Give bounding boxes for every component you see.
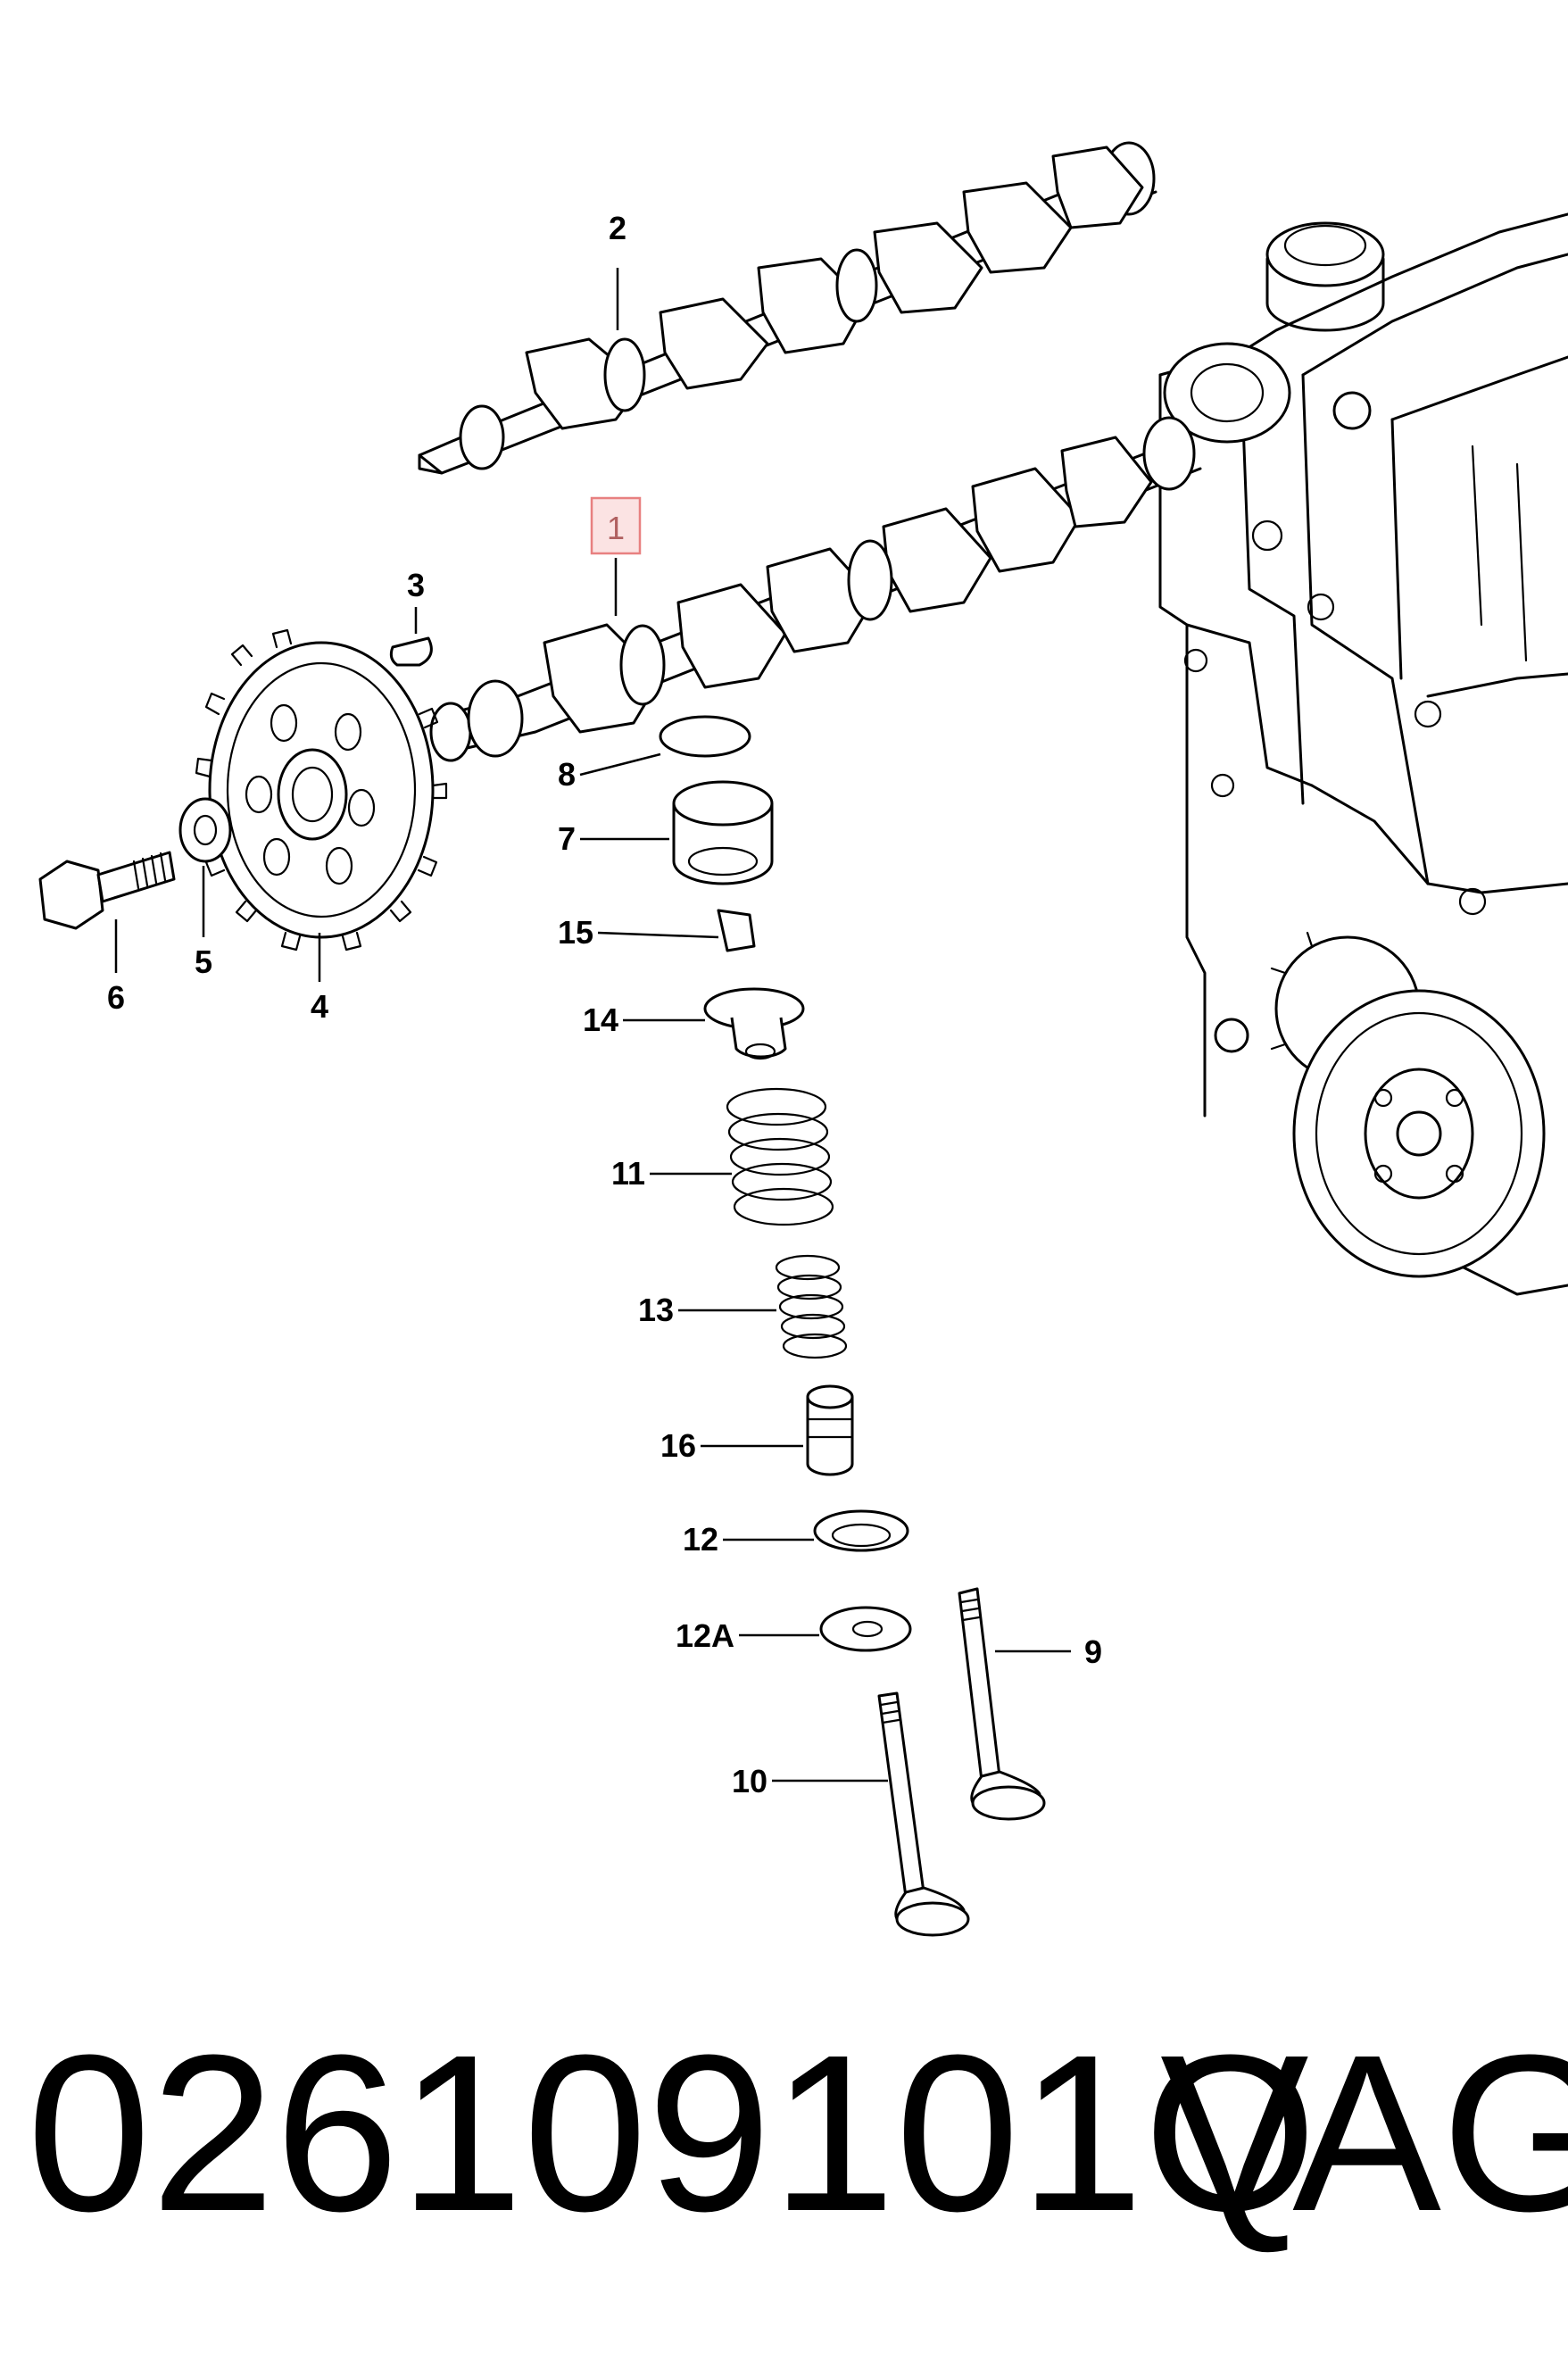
camshaft-1-illustration: [429, 416, 1202, 762]
callout-4[interactable]: 4: [311, 988, 328, 1025]
leader-lines: [114, 268, 1071, 1782]
brand-caption: VAG: [1160, 2008, 1568, 2257]
callout-10[interactable]: 10: [732, 1763, 767, 1799]
washer-illustration: [178, 797, 232, 863]
callout-1-highlight: [590, 496, 642, 555]
callout-13[interactable]: 13: [638, 1292, 674, 1328]
part-number-caption: 026109101Q: [27, 2008, 1317, 2257]
bolt-illustration: [38, 851, 176, 930]
callout-5[interactable]: 5: [195, 943, 212, 980]
callout-8[interactable]: 8: [558, 756, 576, 793]
callout-labels: 1 2 3 4 5 6 7 8 9 10 11 12 12A 13 14 15 …: [107, 210, 1102, 1799]
callout-12[interactable]: 12: [683, 1521, 718, 1558]
callout-1[interactable]: 1: [607, 510, 625, 546]
callout-14[interactable]: 14: [583, 1001, 618, 1038]
engine-block-illustration: [1158, 212, 1568, 1296]
callout-11[interactable]: 11: [611, 1155, 645, 1192]
callout-2[interactable]: 2: [609, 210, 626, 246]
callout-12a[interactable]: 12A: [676, 1617, 734, 1654]
callout-6[interactable]: 6: [107, 979, 125, 1016]
woodruff-key-illustration: [389, 636, 433, 667]
valve-train-illustration: [659, 715, 1046, 1937]
callout-9[interactable]: 9: [1084, 1633, 1102, 1670]
exploded-parts-diagram: 1 2 3 4 5 6 7 8 9 10 11 12 12A 13 14 15 …: [38, 141, 1568, 1937]
camshaft-sprocket-illustration: [195, 628, 448, 951]
callout-7[interactable]: 7: [558, 820, 576, 857]
camshaft-2-illustration: [418, 141, 1157, 475]
callout-16[interactable]: 16: [660, 1427, 696, 1464]
callout-15[interactable]: 15: [558, 914, 593, 951]
callout-3[interactable]: 3: [407, 567, 425, 603]
